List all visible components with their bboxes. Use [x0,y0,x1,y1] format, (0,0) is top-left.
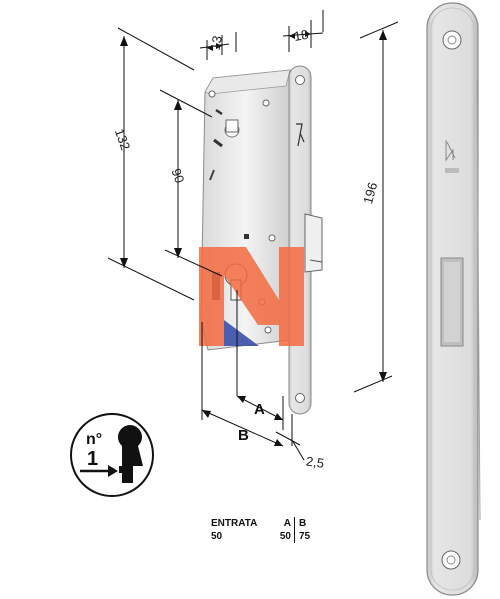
dim-label-13: 13 [208,34,225,51]
dim-label-a: A [254,401,265,418]
lock-front-plate [288,65,323,415]
keyhole-icon [118,425,143,483]
dim-label-b: B [238,427,249,444]
dim-label-132: 132 [112,126,134,152]
spec-value-row: 50 50 75 [211,530,310,543]
key-badge-number: 1 [87,448,98,470]
spec-header-b: B [299,518,307,529]
dim-label-196: 196 [360,181,380,206]
spec-value-a: 50 [275,530,295,543]
brand-logo-watermark [199,247,304,346]
spec-table: ENTRATA A B 50 50 75 [211,517,310,543]
dim-label-2-5: 2,5 [305,454,325,471]
dim-label-90: 90 [168,166,187,185]
key-badge [70,413,154,497]
dimension-lines [107,10,399,461]
dim-label-18: 18 [293,27,310,44]
spec-header-a: A [275,517,295,530]
forend-face-plate [426,2,481,596]
arrow-icon [108,465,118,477]
spec-header-entrata: ENTRATA [211,518,258,529]
key-badge-n-label: n° [86,431,102,448]
spec-value-entrata: 50 [211,531,223,542]
spec-value-b: 75 [299,531,311,542]
spec-header-row: ENTRATA A B [211,517,310,530]
dimension-arrowheads [120,30,387,446]
